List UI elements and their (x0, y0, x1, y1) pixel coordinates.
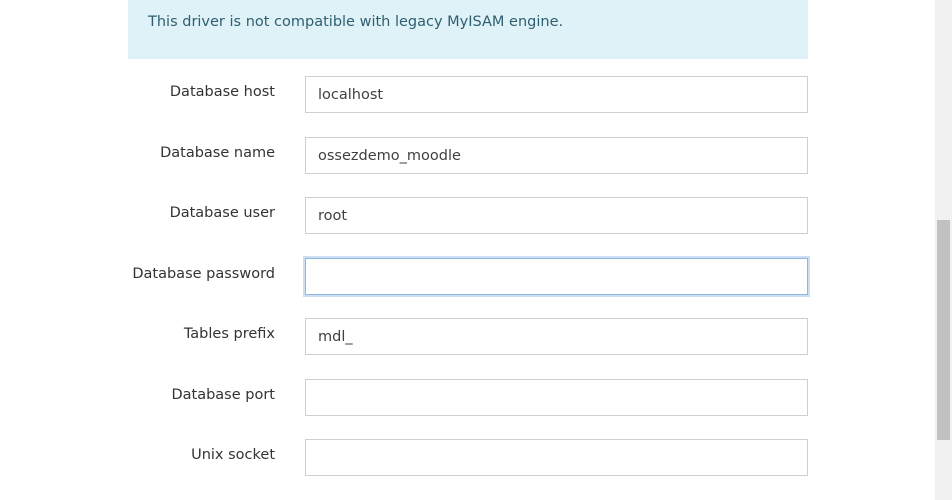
scrollbar-thumb[interactable] (937, 220, 950, 440)
database-port-input[interactable] (305, 379, 808, 416)
tables-prefix-label: Tables prefix (183, 326, 275, 342)
database-host-input[interactable] (305, 76, 808, 113)
database-password-label: Database password (132, 266, 275, 282)
info-alert-text: This driver is not compatible with legac… (148, 14, 564, 30)
vertical-scrollbar[interactable] (935, 0, 952, 500)
info-alert: This driver is not compatible with legac… (128, 0, 808, 59)
database-name-label: Database name (160, 145, 275, 161)
form-row-database-name: Database name (128, 137, 808, 174)
database-password-input[interactable] (305, 258, 808, 295)
unix-socket-input[interactable] (305, 439, 808, 476)
tables-prefix-input[interactable] (305, 318, 808, 355)
database-user-input[interactable] (305, 197, 808, 234)
form-row-database-host: Database host (128, 76, 808, 113)
database-user-label: Database user (169, 205, 275, 221)
database-host-label: Database host (169, 84, 275, 100)
database-name-input[interactable] (305, 137, 808, 174)
form-row-unix-socket: Unix socket (128, 439, 808, 476)
unix-socket-label: Unix socket (191, 447, 275, 463)
form-row-database-password: Database password (128, 258, 808, 295)
form-row-database-user: Database user (128, 197, 808, 234)
form-row-tables-prefix: Tables prefix (128, 318, 808, 355)
form-row-database-port: Database port (128, 379, 808, 416)
database-port-label: Database port (171, 387, 275, 403)
